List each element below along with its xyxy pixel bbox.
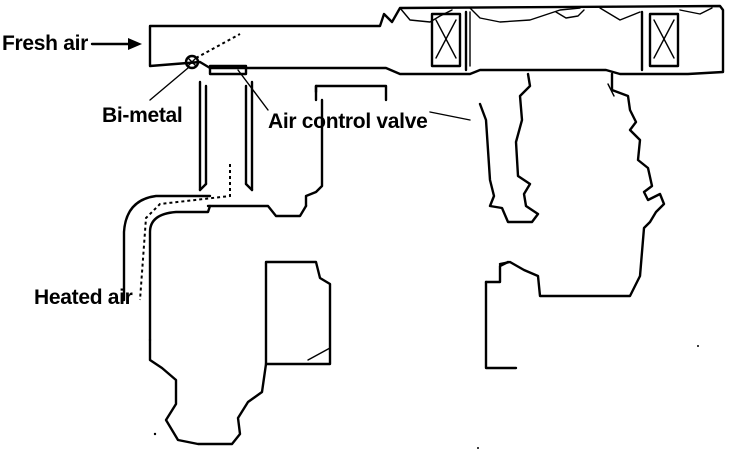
filter-element-right <box>640 10 680 72</box>
heated-air-stove-tube <box>139 64 254 301</box>
valve-body-leader <box>429 111 471 121</box>
inlet-duct <box>148 4 725 76</box>
heated-air-label: Heated air <box>34 286 133 309</box>
intake-manifold <box>304 72 540 224</box>
heated-air-duct <box>122 194 308 342</box>
bi-metal-leader <box>149 67 189 101</box>
air-control-valve-flap <box>184 33 241 70</box>
fresh-air-arrow <box>90 38 142 50</box>
carburetor-body <box>498 72 666 298</box>
scan-dots <box>153 345 699 449</box>
lower-block <box>148 260 518 446</box>
fresh-air-label: Fresh air <box>2 32 88 55</box>
filter-element-left <box>430 10 468 72</box>
air-control-valve-label: Air control valve <box>268 110 427 133</box>
bi-metal-label: Bi-metal <box>102 104 182 127</box>
